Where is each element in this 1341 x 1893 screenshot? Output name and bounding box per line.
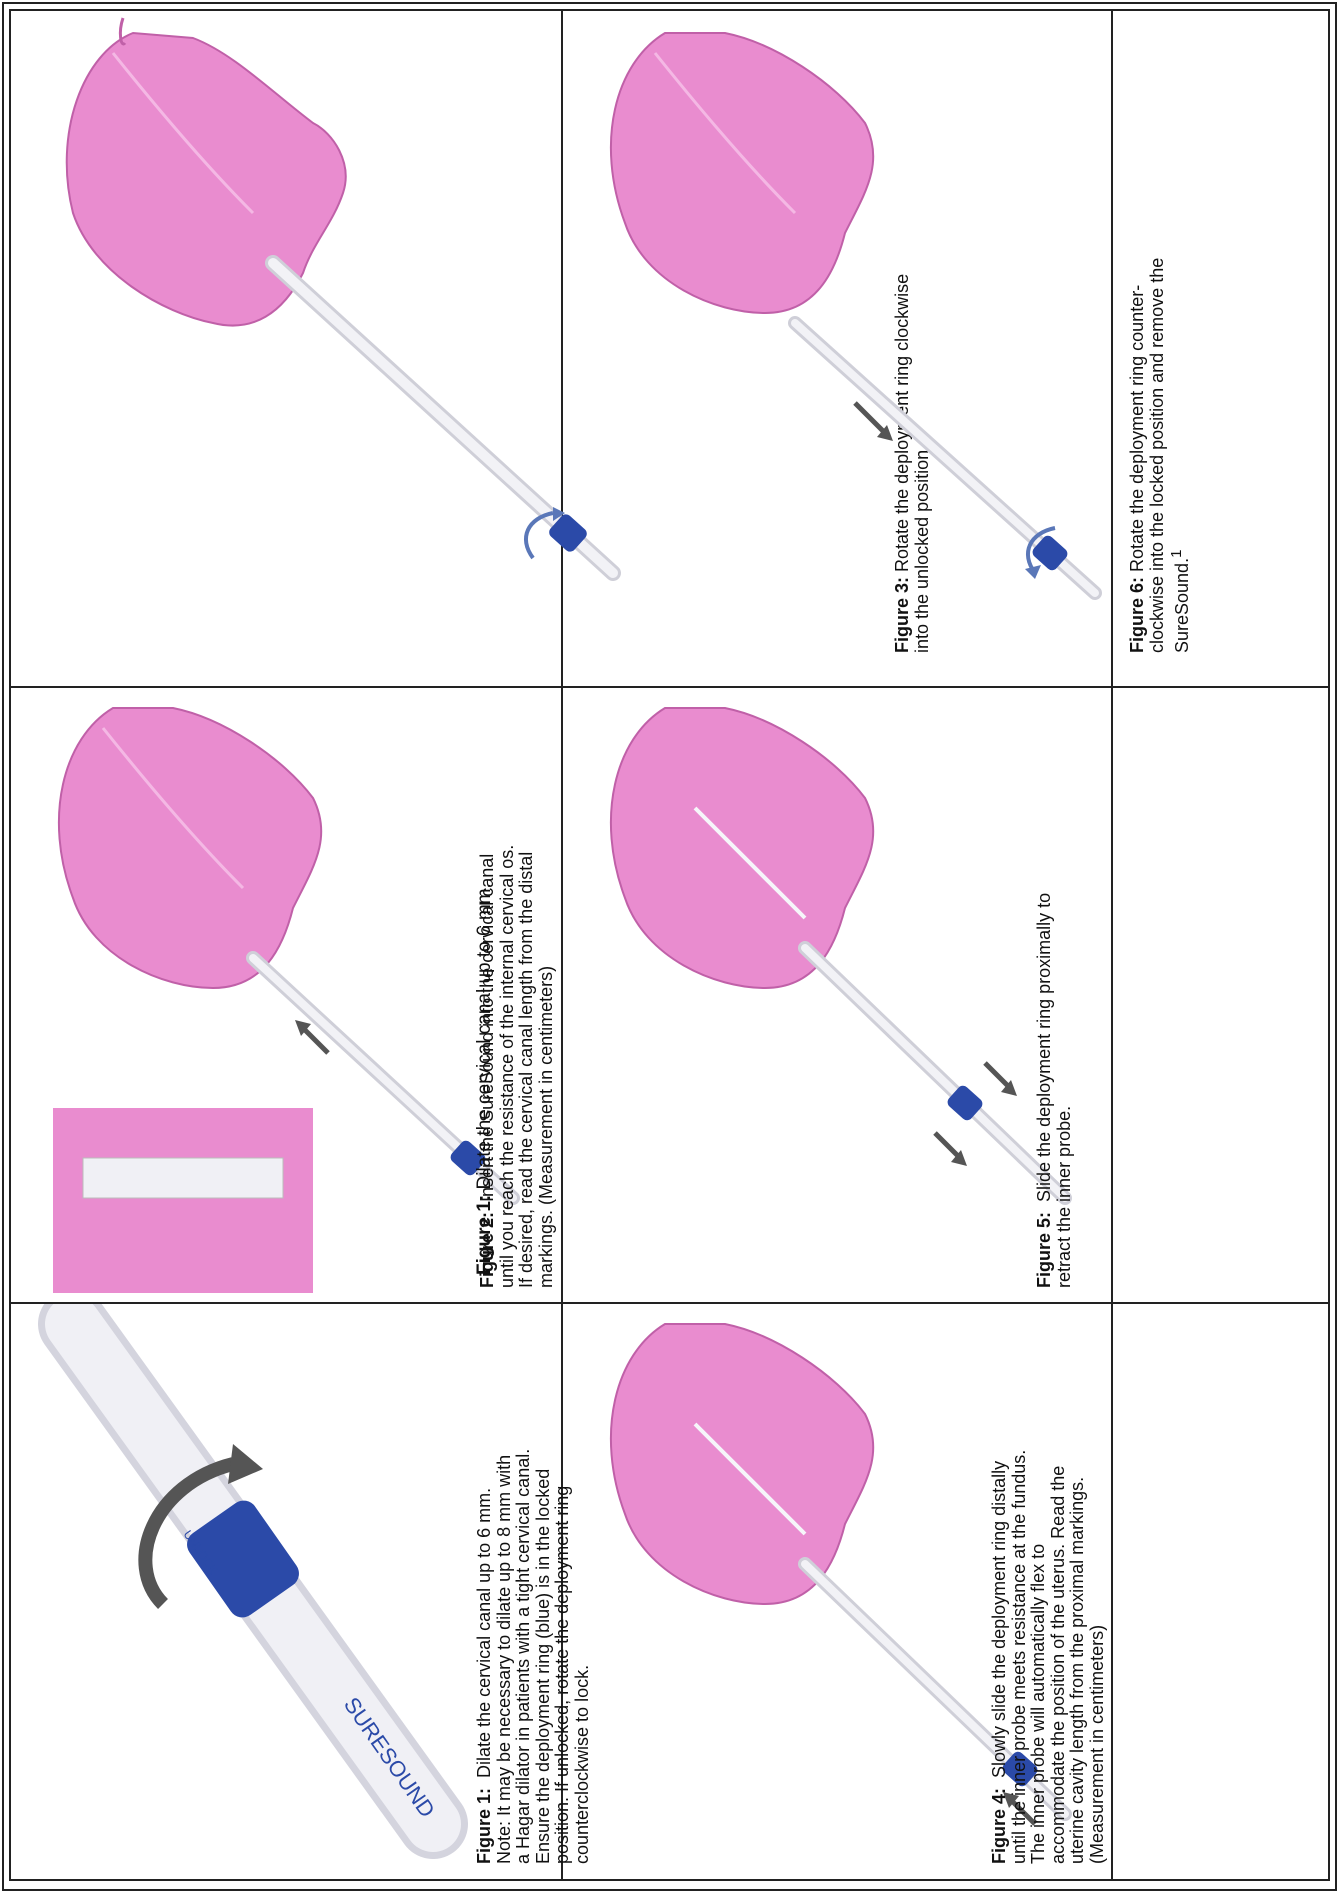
uterus-shape-6 — [611, 33, 873, 313]
figure-2-line-2: If desired, read the cervical canal leng… — [516, 852, 536, 1288]
figure-5-caption: Figure 5: Slide the deployment ring prox… — [1035, 708, 1080, 1288]
figure-1-line-2: a Hagar dilator in patients with a tight… — [513, 1449, 533, 1864]
figure-4-line-5: (Measurement in centimeters) — [1087, 1625, 1107, 1864]
figure-4-label: Figure 4: — [989, 1788, 1009, 1864]
figure-6-illustration-panel — [565, 13, 1110, 686]
figure-5-text: Slide the deployment ring proximally to — [1034, 893, 1054, 1202]
figure-5-label: Figure 5: — [1034, 1212, 1054, 1288]
figure-1-caption-block: Figure 1: Dilate the cervical canal up t… — [13, 1304, 561, 1881]
figure-4-line-4: uterine cavity length from the proximal … — [1067, 1477, 1087, 1864]
figure-6-line-1: clockwise into the locked position and r… — [1147, 258, 1167, 653]
figure-2-line-3: markings. (Measurement in centimeters) — [536, 966, 556, 1288]
figure-5-caption-block: Figure 5: Slide the deployment ring prox… — [565, 688, 1110, 1302]
figure-2-caption-block: Figure 2: Insert the SureSound into the … — [13, 688, 561, 1302]
figure-4-line-1: until the inner probe meets resistance a… — [1009, 1450, 1029, 1864]
figure-4-caption-panel — [1113, 1304, 1325, 1881]
figure-1-line-3: Ensure the deployment ring (blue) is in … — [533, 1469, 553, 1864]
figure-1-text-rot: Dilate the cervical canal up to 6 mm. — [474, 1488, 494, 1778]
figure-4-line-3: accommodate the position of the uterus. … — [1048, 1466, 1068, 1864]
figure-2-line-1: until you reach the resistance of the in… — [497, 845, 517, 1288]
figure-2-text: Insert the SureSound into the cervical c… — [477, 854, 497, 1202]
figure-6-line-2: SureSound. — [1172, 558, 1192, 653]
figure-1-line-1: Note: It may be necessary to dilate up t… — [494, 1455, 514, 1864]
figure-5-line-1: retract the inner probe. — [1054, 1106, 1074, 1288]
figure-4-line-2: The inner probe will automatically flex … — [1028, 1544, 1048, 1864]
figure-4-caption: Figure 4: Slowly slide the deployment ri… — [990, 1304, 1110, 1864]
figure-1-label-rot: Figure 1: — [474, 1788, 494, 1864]
figure-6-panel: Figure 6: Rotate the deployment ring cou… — [1113, 13, 1325, 686]
figure-4-text: Slowly slide the deployment ring distall… — [989, 1461, 1009, 1778]
figure-4-caption-block: Figure 4: Slowly slide the deployment ri… — [565, 1304, 1110, 1881]
figure-6-text: Rotate the deployment ring counter- — [1127, 285, 1147, 572]
figure-6-caption: Figure 6: Rotate the deployment ring cou… — [1128, 53, 1238, 653]
figure-6-label: Figure 6: — [1127, 577, 1147, 653]
figure-2-label: Figure 2: — [477, 1212, 497, 1288]
figure-6-footnote: 1 — [1168, 550, 1185, 558]
figure-6-illustration — [565, 13, 1110, 686]
figure-2-caption: Figure 2: Insert the SureSound into the … — [478, 708, 558, 1288]
